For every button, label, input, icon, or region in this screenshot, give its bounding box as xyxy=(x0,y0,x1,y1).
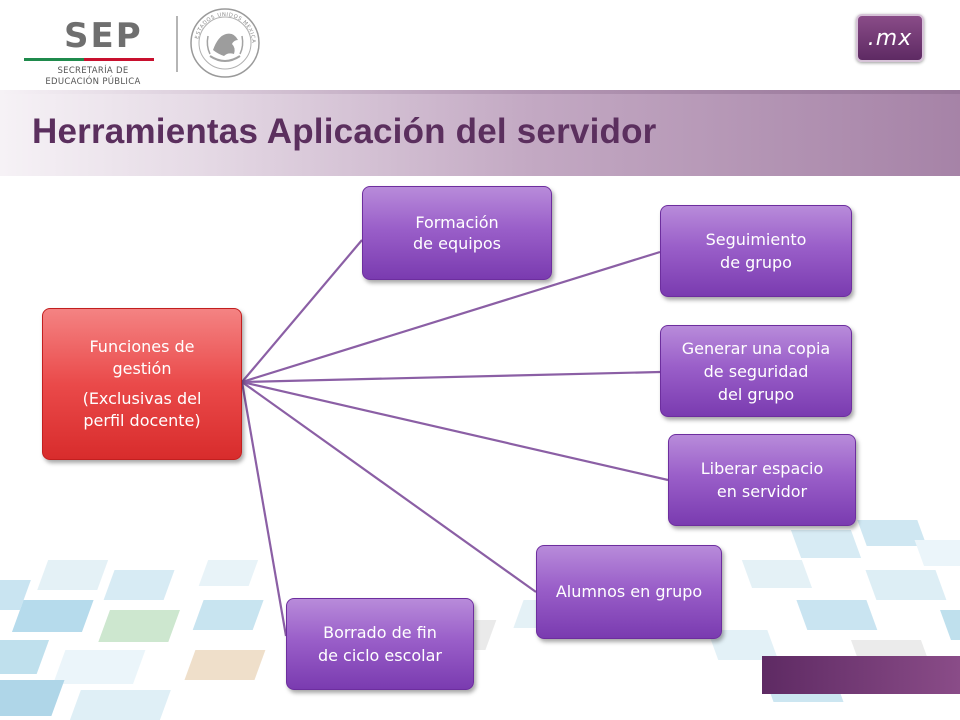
background-tiles xyxy=(0,520,960,720)
root-node-line1: Funciones de xyxy=(89,337,195,356)
root-node-funciones-de-gestion: Funciones de gestión (Exclusivas del per… xyxy=(42,308,242,460)
connector-alumnos xyxy=(241,381,537,593)
node-copia-line3: del grupo xyxy=(717,384,795,404)
sep-logo-red-stripe xyxy=(84,58,154,61)
node-generar-copia-seguridad: Generar una copia de seguridad del grupo xyxy=(660,325,852,417)
node-formacion-de-equipos: Formación de equipos xyxy=(362,186,552,280)
slide-title: Herramientas Aplicación del servidor xyxy=(32,112,657,151)
sep-logo-subtitle: SECRETARÍA DE EDUCACIÓN PÚBLICA xyxy=(28,66,158,88)
sep-logo-word: SEP xyxy=(64,16,143,56)
node-seguimiento-line1: Seguimiento xyxy=(705,230,807,249)
national-seal-icon: ESTADOS UNIDOS MEXICANOS xyxy=(188,6,260,78)
connector-formacion xyxy=(241,239,363,383)
node-seguimiento-line2: de grupo xyxy=(720,253,792,272)
sep-logo-subtitle-line2: EDUCACIÓN PÚBLICA xyxy=(45,77,141,87)
mx-badge-text: .mx xyxy=(867,25,913,51)
node-borrado-fin-ciclo: Borrado de fin de ciclo escolar xyxy=(286,598,474,690)
mx-badge: .mx xyxy=(856,14,924,62)
sep-logo-green-stripe xyxy=(24,58,84,61)
connector-borrado xyxy=(240,381,288,637)
sep-logo: SEP SECRETARÍA DE EDUCACIÓN PÚBLICA xyxy=(22,14,162,87)
root-node-line4: perfil docente) xyxy=(83,411,201,430)
connector-copia xyxy=(241,370,661,384)
node-borrado-line1: Borrado de fin xyxy=(323,623,437,642)
node-seguimiento-de-grupo: Seguimiento de grupo xyxy=(660,205,852,297)
root-node-line3: (Exclusivas del xyxy=(82,389,202,408)
node-copia-line2: de seguridad xyxy=(703,361,809,381)
node-formacion-line2: de equipos xyxy=(413,234,501,253)
title-band-shadow xyxy=(0,90,960,94)
node-liberar-espacio: Liberar espacio en servidor xyxy=(668,434,856,526)
node-formacion-line1: Formación xyxy=(415,213,499,232)
node-liberar-line2: en servidor xyxy=(716,482,808,501)
sep-logo-subtitle-line1: SECRETARÍA DE xyxy=(57,66,129,76)
node-alumnos-en-grupo: Alumnos en grupo xyxy=(536,545,722,639)
title-band xyxy=(0,90,960,176)
node-alumnos-line1: Alumnos en grupo xyxy=(555,582,703,601)
connector-liberar xyxy=(241,380,669,482)
connector-seguimiento xyxy=(241,250,661,384)
node-liberar-line1: Liberar espacio xyxy=(700,459,824,478)
node-copia-line1: Generar una copia xyxy=(681,338,831,358)
root-node-line2: gestión xyxy=(112,359,172,378)
logo-divider xyxy=(176,16,178,72)
node-borrado-line2: de ciclo escolar xyxy=(317,646,443,665)
corner-accent-bar xyxy=(762,656,960,694)
